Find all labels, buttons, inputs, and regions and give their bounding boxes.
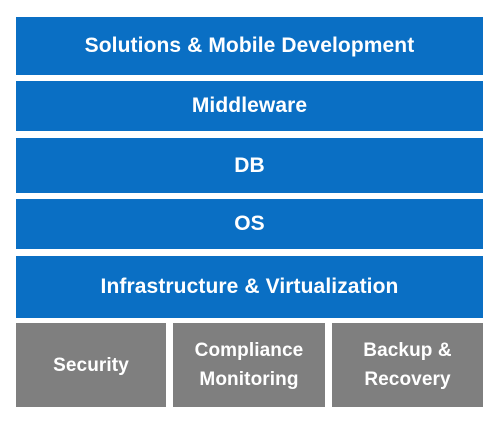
support-label: Compliance Monitoring [194, 340, 304, 390]
support-security: Security [16, 323, 166, 407]
support-backup-recovery: Backup & Recovery [332, 323, 483, 407]
support-compliance-monitoring: Compliance Monitoring [173, 323, 325, 407]
support-label: Backup & Recovery [363, 340, 452, 390]
layer-db: DB [16, 138, 483, 193]
layer-label: Solutions & Mobile Development [84, 34, 415, 58]
layer-os: OS [16, 199, 483, 249]
layer-label: Infrastructure & Virtualization [100, 275, 399, 299]
layer-middleware: Middleware [16, 81, 483, 131]
layer-label: OS [234, 212, 265, 236]
layer-infrastructure-virtualization: Infrastructure & Virtualization [16, 256, 483, 318]
layer-label: Middleware [191, 94, 308, 118]
layer-label: DB [234, 153, 265, 177]
support-label: Security [53, 354, 129, 376]
layer-solutions-mobile-development: Solutions & Mobile Development [16, 17, 483, 75]
